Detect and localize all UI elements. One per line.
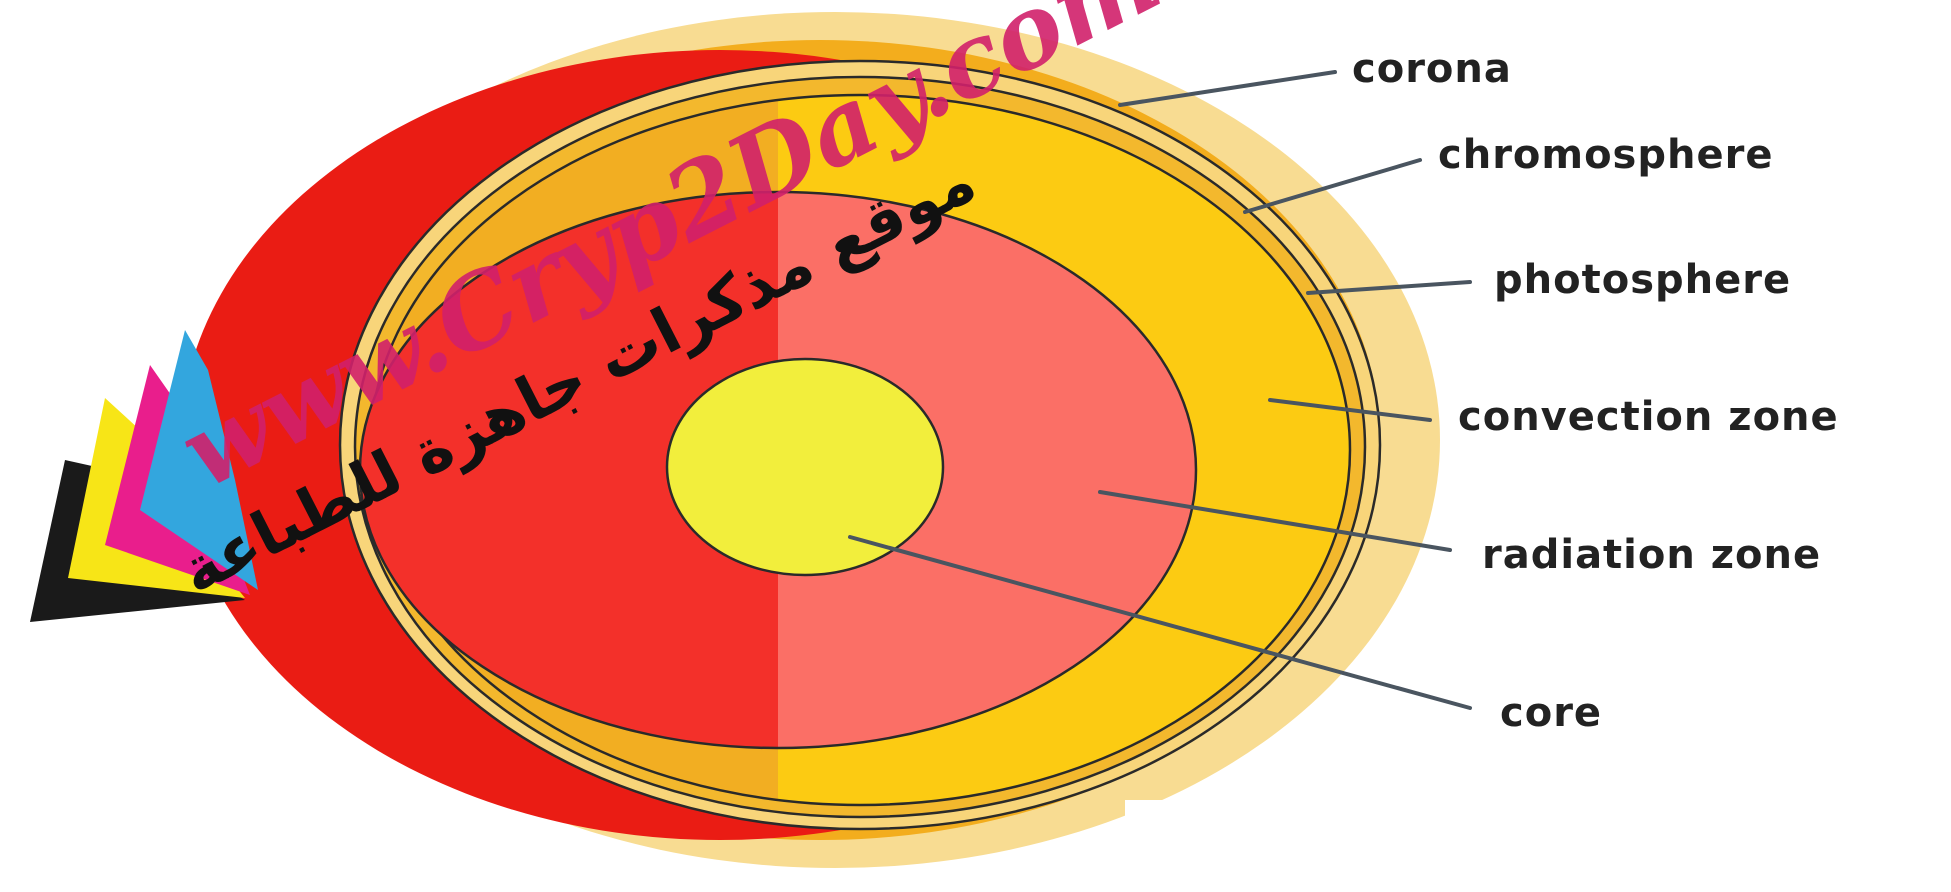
label-radiation-zone: radiation zone (1482, 532, 1821, 578)
bottom-white-patch (1125, 800, 1455, 892)
core (667, 359, 943, 575)
label-convection-zone: convection zone (1458, 394, 1839, 440)
label-photosphere: photosphere (1494, 257, 1791, 303)
label-chromosphere: chromosphere (1438, 132, 1773, 178)
label-corona: corona (1352, 46, 1512, 92)
label-core: core (1500, 690, 1602, 736)
